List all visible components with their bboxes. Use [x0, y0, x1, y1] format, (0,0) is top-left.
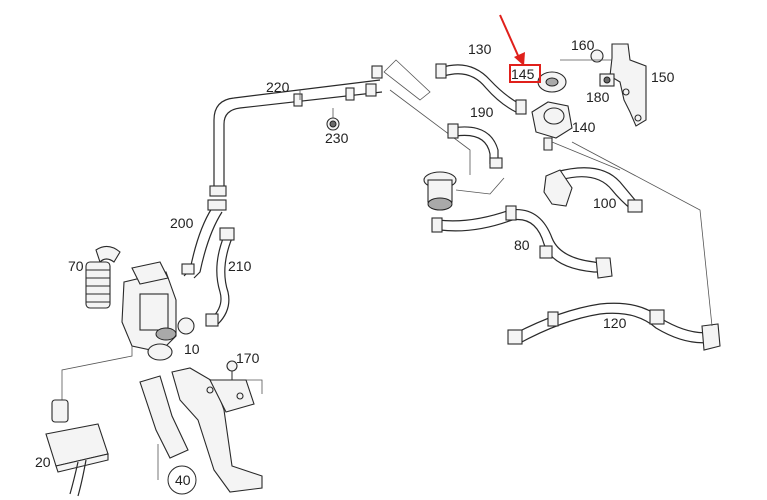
label-80: 80 [514, 237, 530, 253]
hose-210 [205, 227, 235, 327]
hose-80 [431, 205, 613, 279]
label-150: 150 [651, 69, 675, 85]
screw-170 [226, 360, 263, 394]
bracket-40 [139, 367, 263, 493]
pump-140 [531, 71, 573, 151]
label-190: 190 [470, 104, 494, 120]
label-170: 170 [236, 350, 260, 366]
bracket-150 [560, 43, 647, 127]
label-180: 180 [586, 89, 610, 105]
hose-190 [447, 123, 503, 169]
label-220: 220 [266, 79, 290, 95]
leader-220 [383, 59, 431, 101]
label-230: 230 [325, 130, 349, 146]
label-145: 145 [511, 66, 535, 82]
label-210: 210 [228, 258, 252, 274]
hose-130 [435, 63, 527, 115]
leader-190 [389, 89, 471, 175]
label-140: 140 [572, 119, 596, 135]
label-100: 100 [593, 195, 617, 211]
label-200: 200 [170, 215, 194, 231]
heater-10 [61, 261, 195, 400]
label-130: 130 [468, 41, 492, 57]
hose-120 [507, 141, 721, 351]
label-40: 40 [175, 472, 191, 488]
part-20 [45, 399, 109, 497]
valve-assembly [423, 171, 505, 211]
label-10: 10 [184, 341, 200, 357]
label-20: 20 [35, 454, 51, 470]
label-160: 160 [571, 37, 595, 53]
highlight-145 [499, 14, 541, 83]
clip-230 [326, 108, 340, 131]
callout-circle-40 [167, 465, 197, 495]
hose-220 [209, 65, 383, 197]
label-120: 120 [603, 315, 627, 331]
part-70 [85, 245, 121, 309]
hose-200 [181, 199, 227, 279]
hose-100 [543, 141, 643, 213]
label-70: 70 [68, 258, 84, 274]
